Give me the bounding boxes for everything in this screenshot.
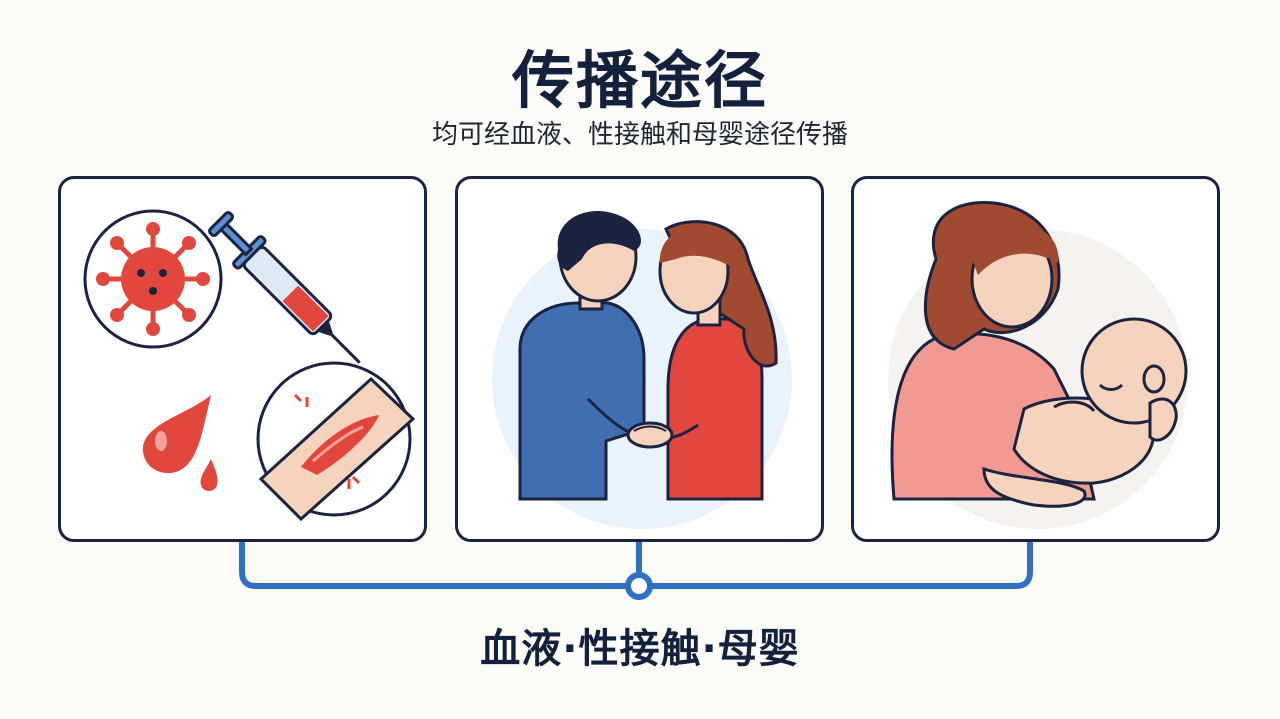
mother-infant-panel: [851, 176, 1220, 542]
sexual-contact-panel: [455, 176, 824, 542]
page-subtitle: 均可经血液、性接触和母婴途径传播: [431, 120, 848, 150]
man-figure: [518, 210, 649, 501]
mother-hands-icon: [982, 397, 1178, 508]
blood-transmission-panel: [58, 176, 427, 542]
blood-drop-icon: [142, 395, 218, 491]
holding-hands-icon: [626, 421, 674, 449]
summary-label: 血液·性接触·母婴: [480, 626, 800, 672]
woman-figure: [653, 220, 778, 501]
baby-figure: [1012, 317, 1188, 485]
mother-infant-illustration: [888, 201, 1188, 529]
virus-icon: [83, 209, 223, 349]
page-title: 传播途径: [511, 44, 768, 117]
syringe-icon: [208, 211, 361, 364]
wound-icon: [256, 361, 416, 522]
connector-node-icon: [625, 572, 653, 600]
blood-transmission-illustration: [83, 209, 416, 522]
sexual-contact-illustration: [492, 210, 792, 529]
